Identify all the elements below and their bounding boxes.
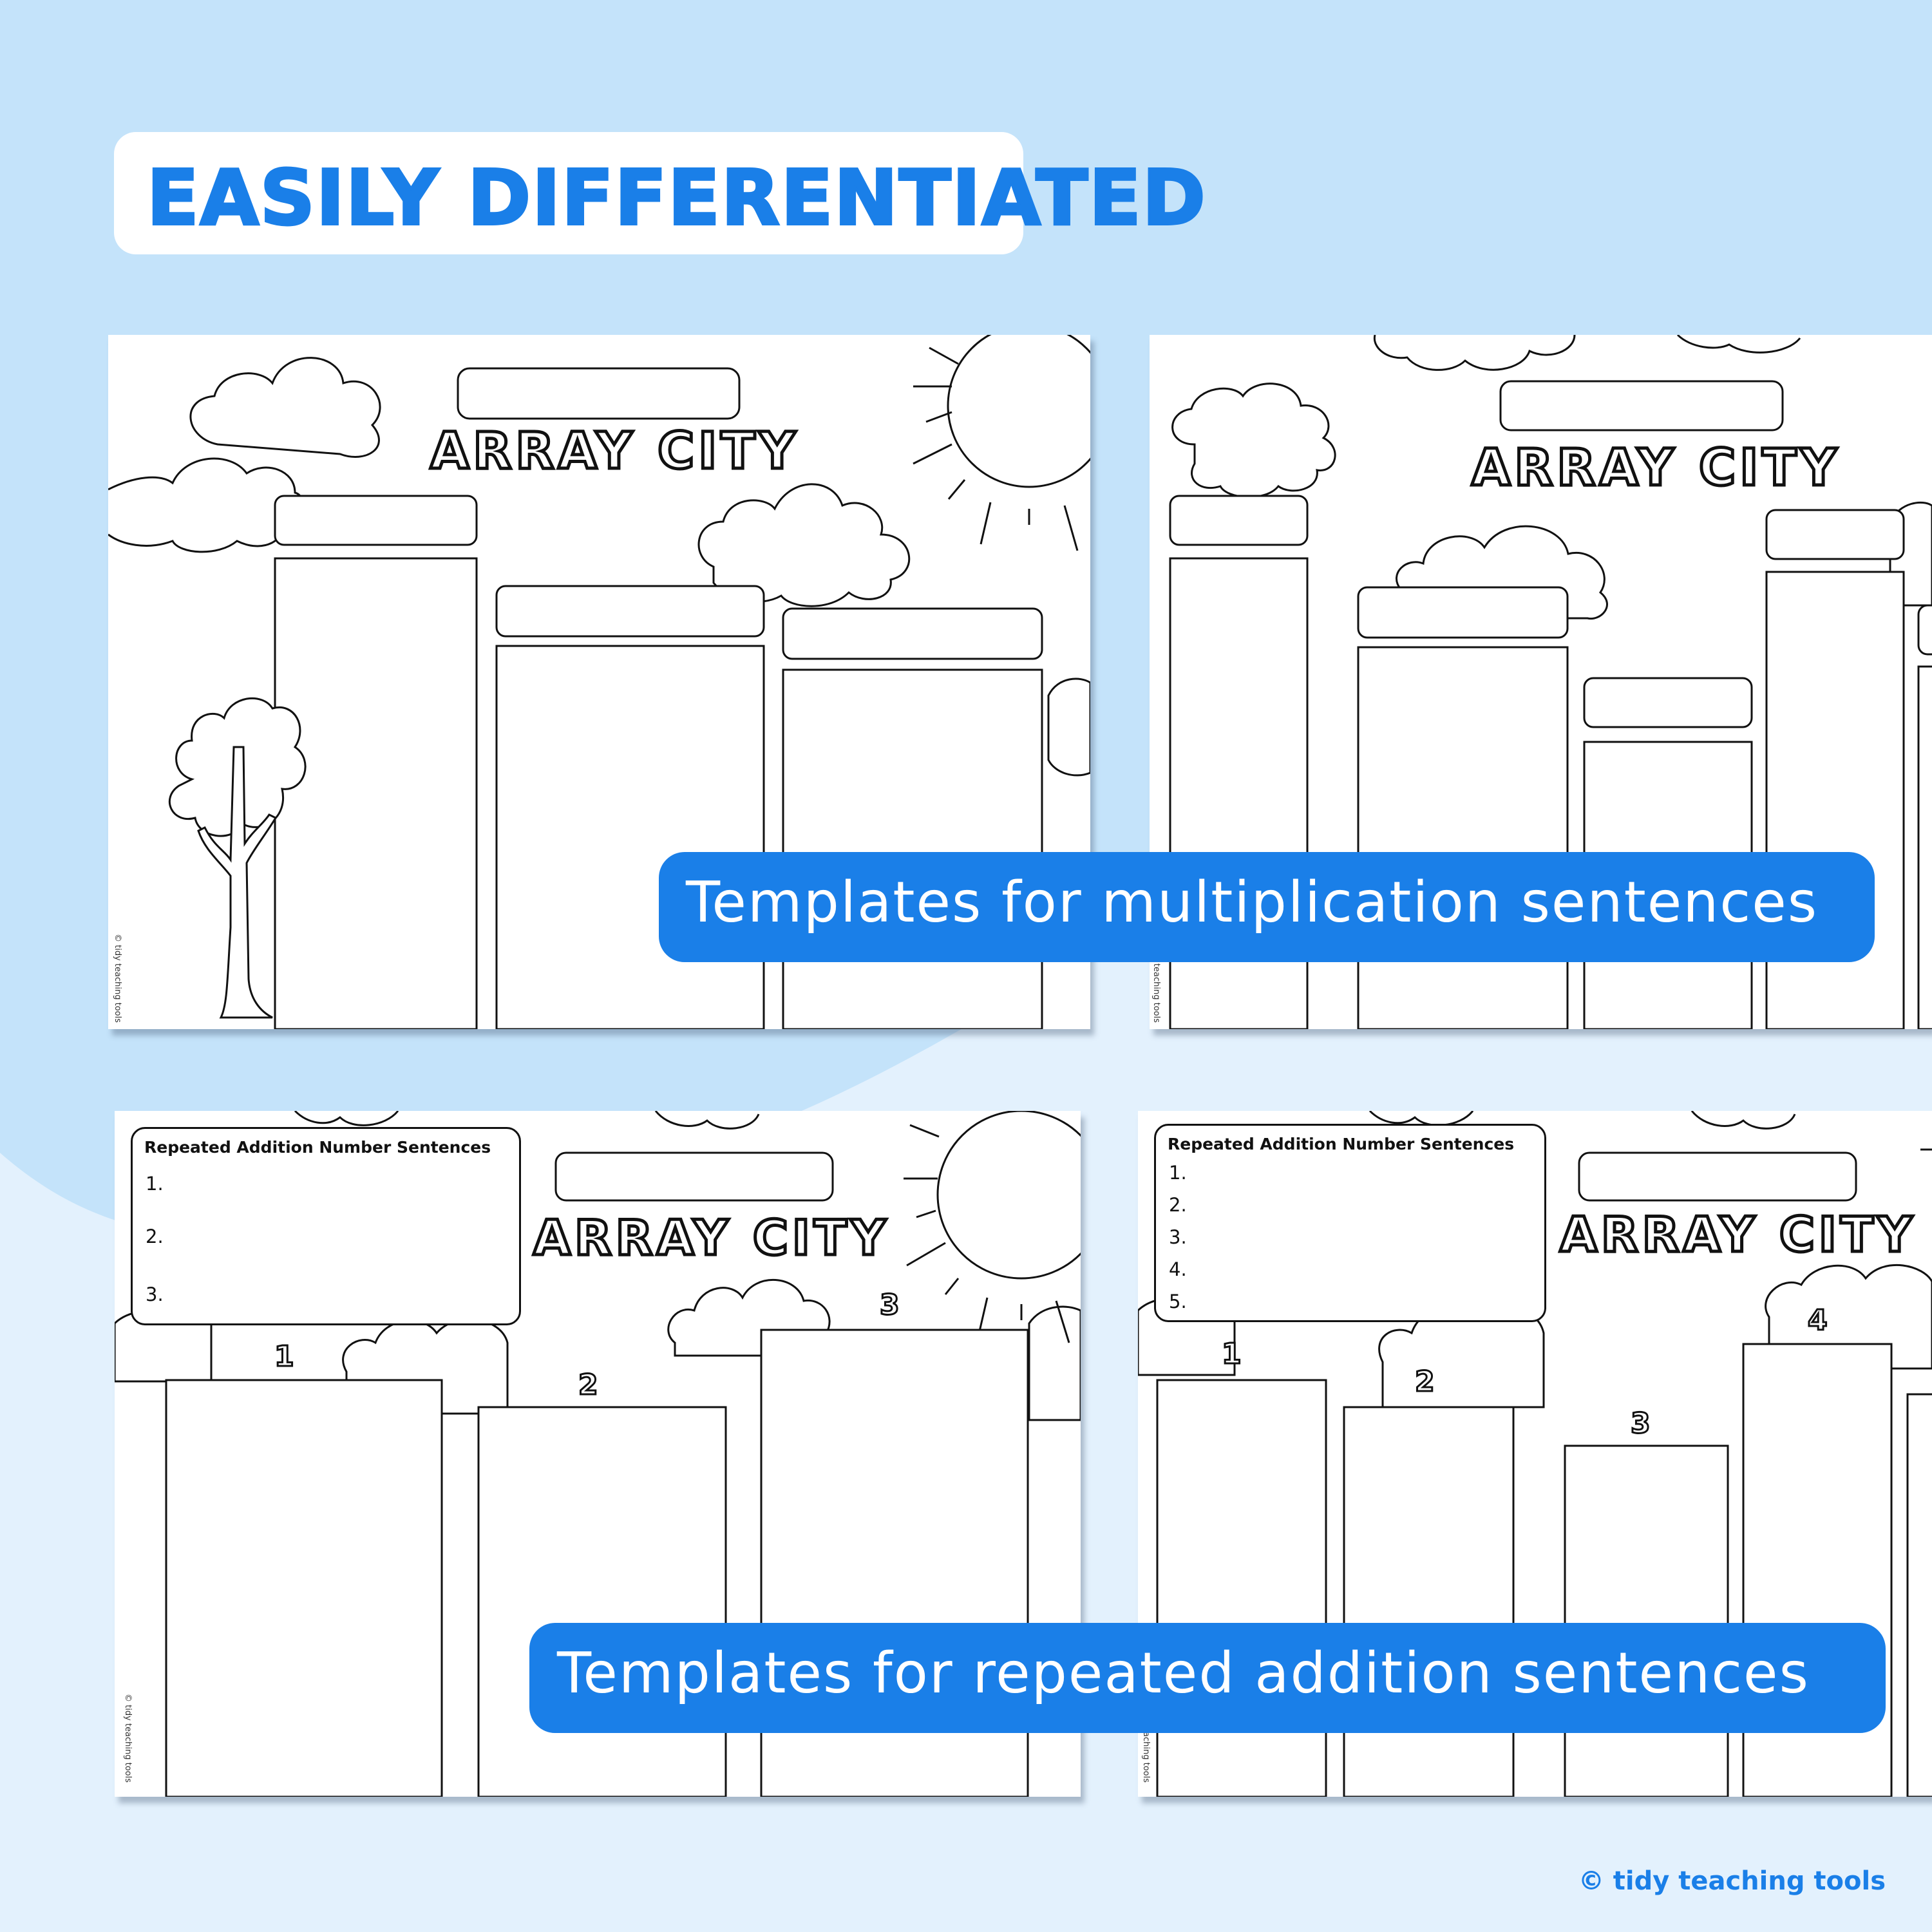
- building-number: 2: [578, 1368, 600, 1403]
- tree-icon: [168, 697, 307, 1019]
- credit-text: © tidy teaching tools: [123, 1694, 133, 1783]
- sentence-number: 3.: [1169, 1226, 1187, 1248]
- worksheet-title: ARRAY CITY: [429, 421, 799, 482]
- building-number: 2: [1414, 1365, 1436, 1399]
- cloud-icon: [189, 357, 381, 458]
- sentence-number: 5.: [1169, 1291, 1187, 1312]
- building: [1357, 646, 1569, 1029]
- building-number: 3: [879, 1288, 901, 1323]
- sun-icon: [913, 335, 1090, 551]
- worksheet-title: ARRAY CITY: [531, 1208, 890, 1268]
- cloud-icon: [1765, 1264, 1932, 1370]
- sun-icon: [904, 1111, 1081, 1343]
- building-number: 1: [274, 1340, 296, 1374]
- repeated-addition-box: Repeated Addition Number Sentences 1. 2.…: [1154, 1124, 1546, 1322]
- sentence-number: 1.: [1169, 1162, 1187, 1184]
- cloud-icon: [1028, 1305, 1081, 1421]
- building: [782, 668, 1043, 1029]
- worksheet-title: ARRAY CITY: [1558, 1205, 1917, 1265]
- building: [1917, 665, 1932, 1029]
- building: [1156, 1379, 1327, 1797]
- building-number: 1: [1221, 1337, 1243, 1372]
- repeated-addition-banner-text: Templates for repeated addition sentence…: [557, 1640, 1810, 1706]
- cloud-icon: [1368, 1111, 1474, 1126]
- cloud-icon: [697, 483, 911, 607]
- building: [165, 1379, 443, 1797]
- repeated-addition-heading: Repeated Addition Number Sentences: [1168, 1135, 1515, 1153]
- building: [1564, 1444, 1729, 1797]
- cloud-icon: [667, 1278, 831, 1357]
- cloud-icon: [654, 1111, 760, 1130]
- building: [477, 1406, 727, 1797]
- building-number: 3: [1630, 1406, 1652, 1441]
- repeated-addition-banner: [529, 1623, 1886, 1733]
- multiplication-banner: [659, 852, 1875, 962]
- cloud-icon: [1396, 525, 1608, 620]
- cloud-icon: [1373, 335, 1576, 371]
- building: [495, 645, 765, 1029]
- worksheet-repeated-addition-3: Repeated Addition Number Sentences 1. 2.…: [115, 1111, 1081, 1797]
- cloud-icon: [1690, 1111, 1796, 1130]
- header-badge: [114, 132, 1023, 254]
- credit-text: © tidy teaching tools: [113, 934, 122, 1023]
- cloud-icon: [108, 457, 303, 553]
- cloud-icon: [1171, 383, 1336, 498]
- worksheet-title: ARRAY CITY: [1470, 438, 1841, 499]
- cloud-icon: [1047, 677, 1090, 777]
- building: [1906, 1393, 1932, 1797]
- building: [274, 557, 478, 1029]
- header-title: EASILY DIFFERENTIATED: [146, 152, 1207, 243]
- worksheet-multiplication-3: ARRAY CITY © tidy teaching tools: [108, 335, 1090, 1029]
- building: [1343, 1406, 1515, 1797]
- sentence-number: 2.: [146, 1226, 164, 1247]
- sentence-number: 3.: [146, 1283, 164, 1305]
- repeated-addition-heading: Repeated Addition Number Sentences: [144, 1138, 491, 1157]
- footer-brand: © tidy teaching tools: [1578, 1866, 1886, 1896]
- cloud-icon: [294, 1111, 399, 1126]
- sentence-number: 1.: [146, 1173, 164, 1195]
- building-number: 4: [1807, 1303, 1829, 1338]
- sentence-number: 2.: [1169, 1194, 1187, 1216]
- repeated-addition-box: Repeated Addition Number Sentences 1. 2.…: [131, 1127, 521, 1325]
- sentence-number: 4.: [1169, 1258, 1187, 1280]
- multiplication-banner-text: Templates for multiplication sentences: [686, 869, 1819, 935]
- cloud-icon: [1676, 335, 1801, 354]
